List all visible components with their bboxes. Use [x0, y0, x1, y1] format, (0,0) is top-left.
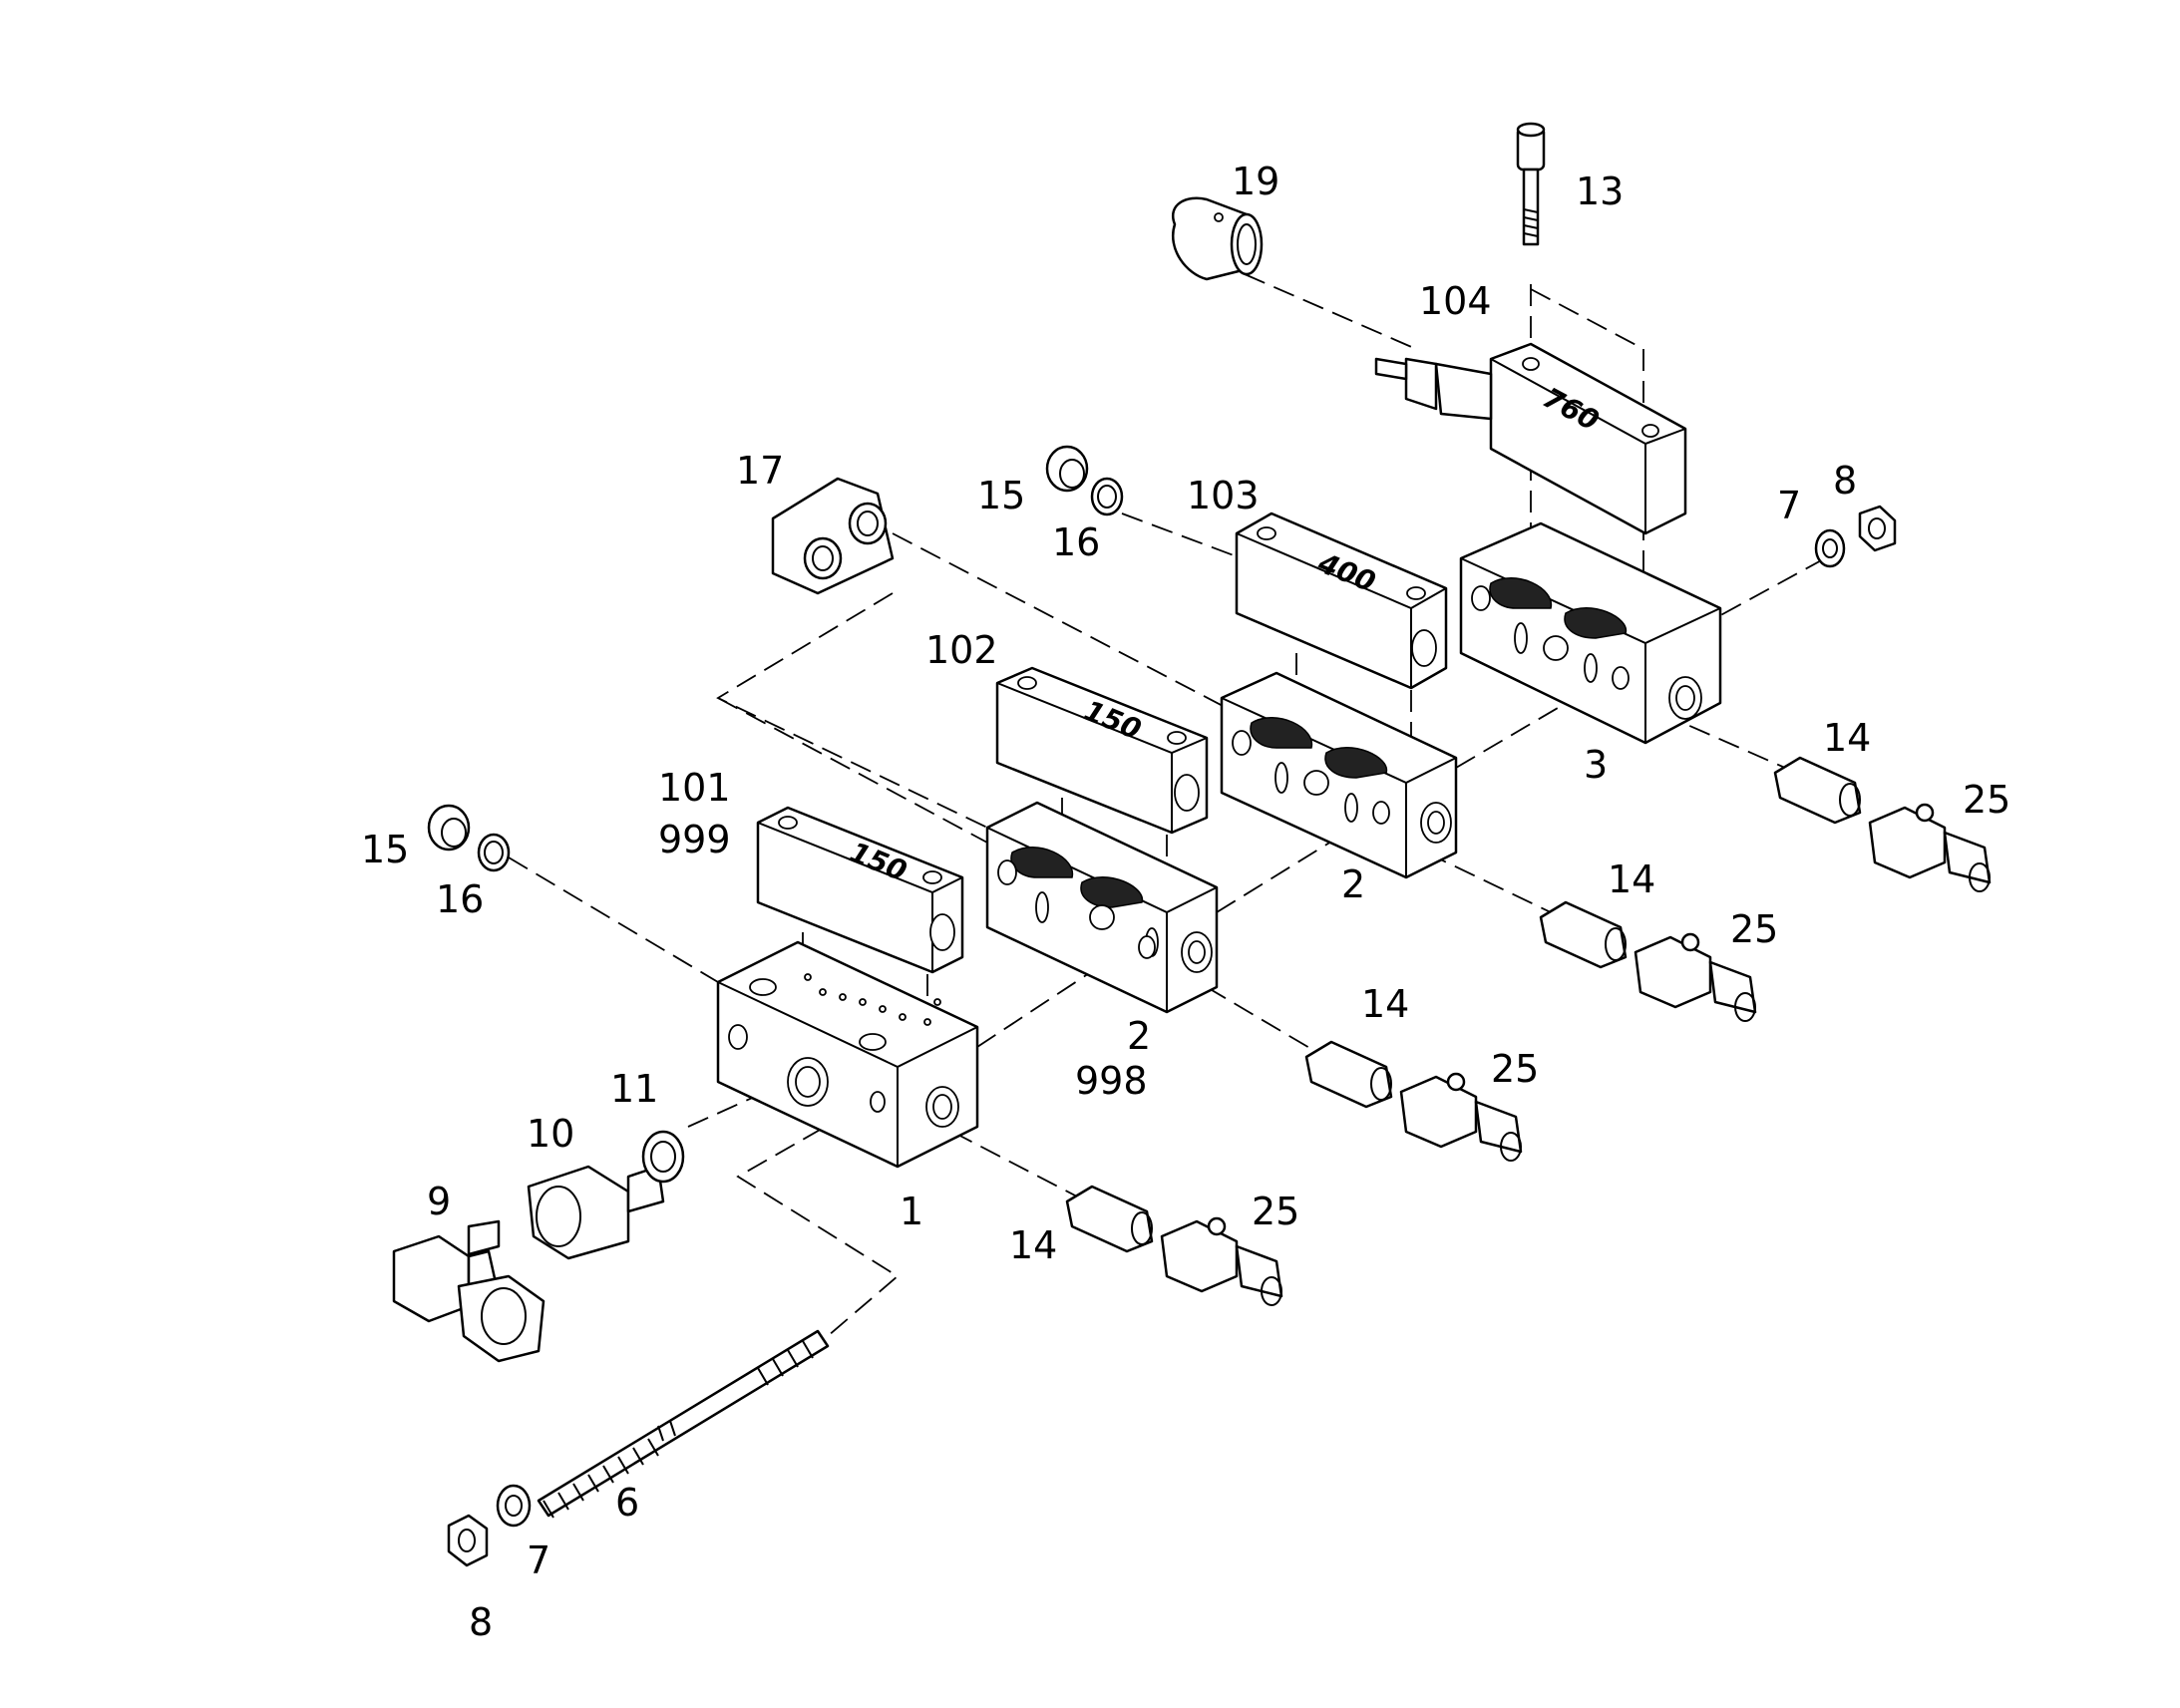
callout-3: 3: [1584, 743, 1608, 787]
callout-8-upper: 8: [1833, 459, 1857, 503]
callout-2-lower: 2: [1127, 1014, 1151, 1058]
valve-part-25-b: [1399, 1072, 1523, 1162]
nut-part-8-lower: [447, 1514, 489, 1567]
washer-part-11: [641, 1130, 685, 1184]
washer-part-16-lower: [477, 833, 511, 872]
callout-6: 6: [615, 1481, 639, 1525]
callout-15-upper: 15: [977, 474, 1025, 517]
valve-part-25-a: [1160, 1216, 1283, 1306]
callout-101: 101: [658, 766, 731, 810]
callout-17: 17: [736, 449, 784, 493]
manifold-block-1: [716, 940, 979, 1169]
fitting-part-14-b: [1304, 1040, 1393, 1109]
callout-7-lower: 7: [527, 1538, 550, 1582]
valve-part-25-c: [1634, 932, 1757, 1022]
callout-2-upper: 2: [1341, 862, 1365, 906]
callout-998: 998: [1075, 1059, 1148, 1103]
callout-13: 13: [1576, 170, 1624, 213]
washer-part-16-upper: [1090, 477, 1124, 516]
callout-14-d: 14: [1823, 716, 1871, 760]
module-760: 760: [1374, 342, 1687, 535]
callout-14-c: 14: [1608, 857, 1655, 901]
callout-25-a: 25: [1252, 1190, 1299, 1233]
callout-7-upper: 7: [1777, 484, 1801, 527]
block-1-top-holes: [749, 973, 941, 1051]
fitting-part-14-c: [1539, 900, 1628, 969]
manifold-block-2-upper: [1220, 671, 1458, 879]
bolt-part-13: [1516, 122, 1546, 246]
tie-rod-part-6: [537, 1329, 830, 1519]
callout-10: 10: [527, 1112, 574, 1156]
callout-16-upper: 16: [1052, 520, 1100, 564]
module-400: 400: [1235, 512, 1448, 690]
nut-part-8-upper: [1858, 505, 1897, 552]
fitting-part-14-a: [1065, 1185, 1154, 1253]
callout-999: 999: [658, 818, 731, 861]
callout-103: 103: [1187, 474, 1260, 517]
callout-1: 1: [900, 1190, 923, 1233]
callout-25-b: 25: [1491, 1047, 1539, 1091]
callout-19: 19: [1232, 160, 1279, 203]
valve-part-25-d: [1868, 803, 1992, 892]
washer-part-7-upper: [1814, 528, 1846, 568]
callout-14-b: 14: [1361, 982, 1409, 1026]
bracket-part-17: [771, 477, 895, 595]
plug-part-15-upper: [1045, 445, 1089, 493]
fitting-part-14-d: [1773, 756, 1862, 825]
callout-25-c: 25: [1730, 907, 1778, 951]
callout-15-lower: 15: [361, 828, 409, 871]
cap-part-19: [1172, 196, 1264, 281]
callout-8-lower: 8: [469, 1600, 493, 1644]
callout-labels: 19 13 104 17 15 16 103 7 8 102 3 14 25 1…: [361, 160, 2010, 1644]
plug-part-15-lower: [427, 804, 471, 852]
callout-16-lower: 16: [436, 877, 484, 921]
fitting-part-10: [527, 1165, 665, 1260]
callout-102: 102: [925, 628, 998, 672]
callout-9: 9: [427, 1180, 451, 1223]
callout-104: 104: [1419, 279, 1492, 323]
elbow-fitting-part-9: [392, 1219, 545, 1363]
manifold-block-3: [1459, 521, 1722, 745]
callout-14-a: 14: [1009, 1223, 1057, 1267]
manifold-block-2-lower: [985, 801, 1219, 1014]
callout-25-d: 25: [1963, 778, 2010, 822]
callout-11: 11: [610, 1067, 658, 1111]
washer-part-7-lower: [496, 1484, 532, 1528]
module-150-upper: 150: [995, 666, 1209, 835]
module-150-lower: 150: [756, 806, 964, 974]
